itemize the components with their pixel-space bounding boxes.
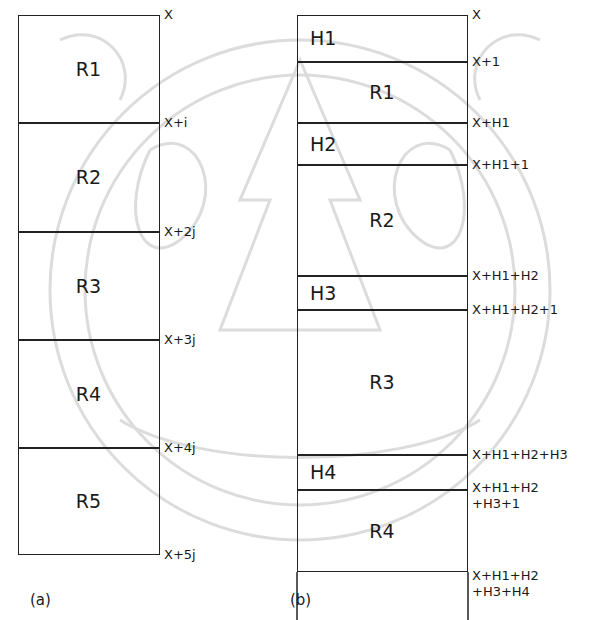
band-label: R1 [369,81,394,103]
band-label: R3 [369,371,394,393]
band-label: R2 [76,166,101,188]
address-label: X+H1 [472,115,510,131]
address-label: X+5j [164,547,196,563]
address-label: X+H1+H2 +H3+H4 [472,568,539,601]
address-label: X+4j [164,440,196,456]
band-label: H1 [310,27,336,49]
band-label: H2 [310,133,336,155]
memory-band: R3 [18,232,160,340]
address-label: X [472,7,481,23]
address-label: X+H1+1 [472,157,529,173]
watermark-seal [50,35,550,540]
memory-band: R1 [18,15,160,123]
address-label: X [164,7,173,23]
band-label: R4 [76,383,101,405]
memory-band: R5 [18,448,160,555]
memory-band: H4 [297,455,468,490]
memory-band: R3 [297,310,468,455]
address-label: X+i [164,115,187,131]
panel-label: (a) [30,591,51,610]
band-label: H3 [310,282,336,304]
memory-band: R4 [18,340,160,448]
memory-band: R1 [297,62,468,123]
memory-band: H3 [297,276,468,310]
band-label: R2 [369,209,394,231]
band-label: R5 [76,490,101,512]
address-label: X+1 [472,54,500,70]
address-label: X+H1+H2 [472,268,539,284]
memory-band: H2 [297,123,468,165]
address-label: X+H1+H2+H3 [472,447,568,463]
address-label: X+H1+H2+1 [472,302,558,318]
column-extension [297,572,468,620]
address-label: X+H1+H2 +H3+1 [472,480,539,513]
address-label: X+2j [164,224,196,240]
panel-label: (b) [290,591,311,610]
memory-band: R4 [297,490,468,572]
band-label: R4 [369,520,394,542]
address-label: X+3j [164,332,196,348]
band-label: H4 [310,461,336,483]
memory-band: R2 [297,165,468,276]
band-label: R3 [76,275,101,297]
memory-band: H1 [297,15,468,62]
memory-band: R2 [18,123,160,232]
band-label: R1 [76,58,101,80]
